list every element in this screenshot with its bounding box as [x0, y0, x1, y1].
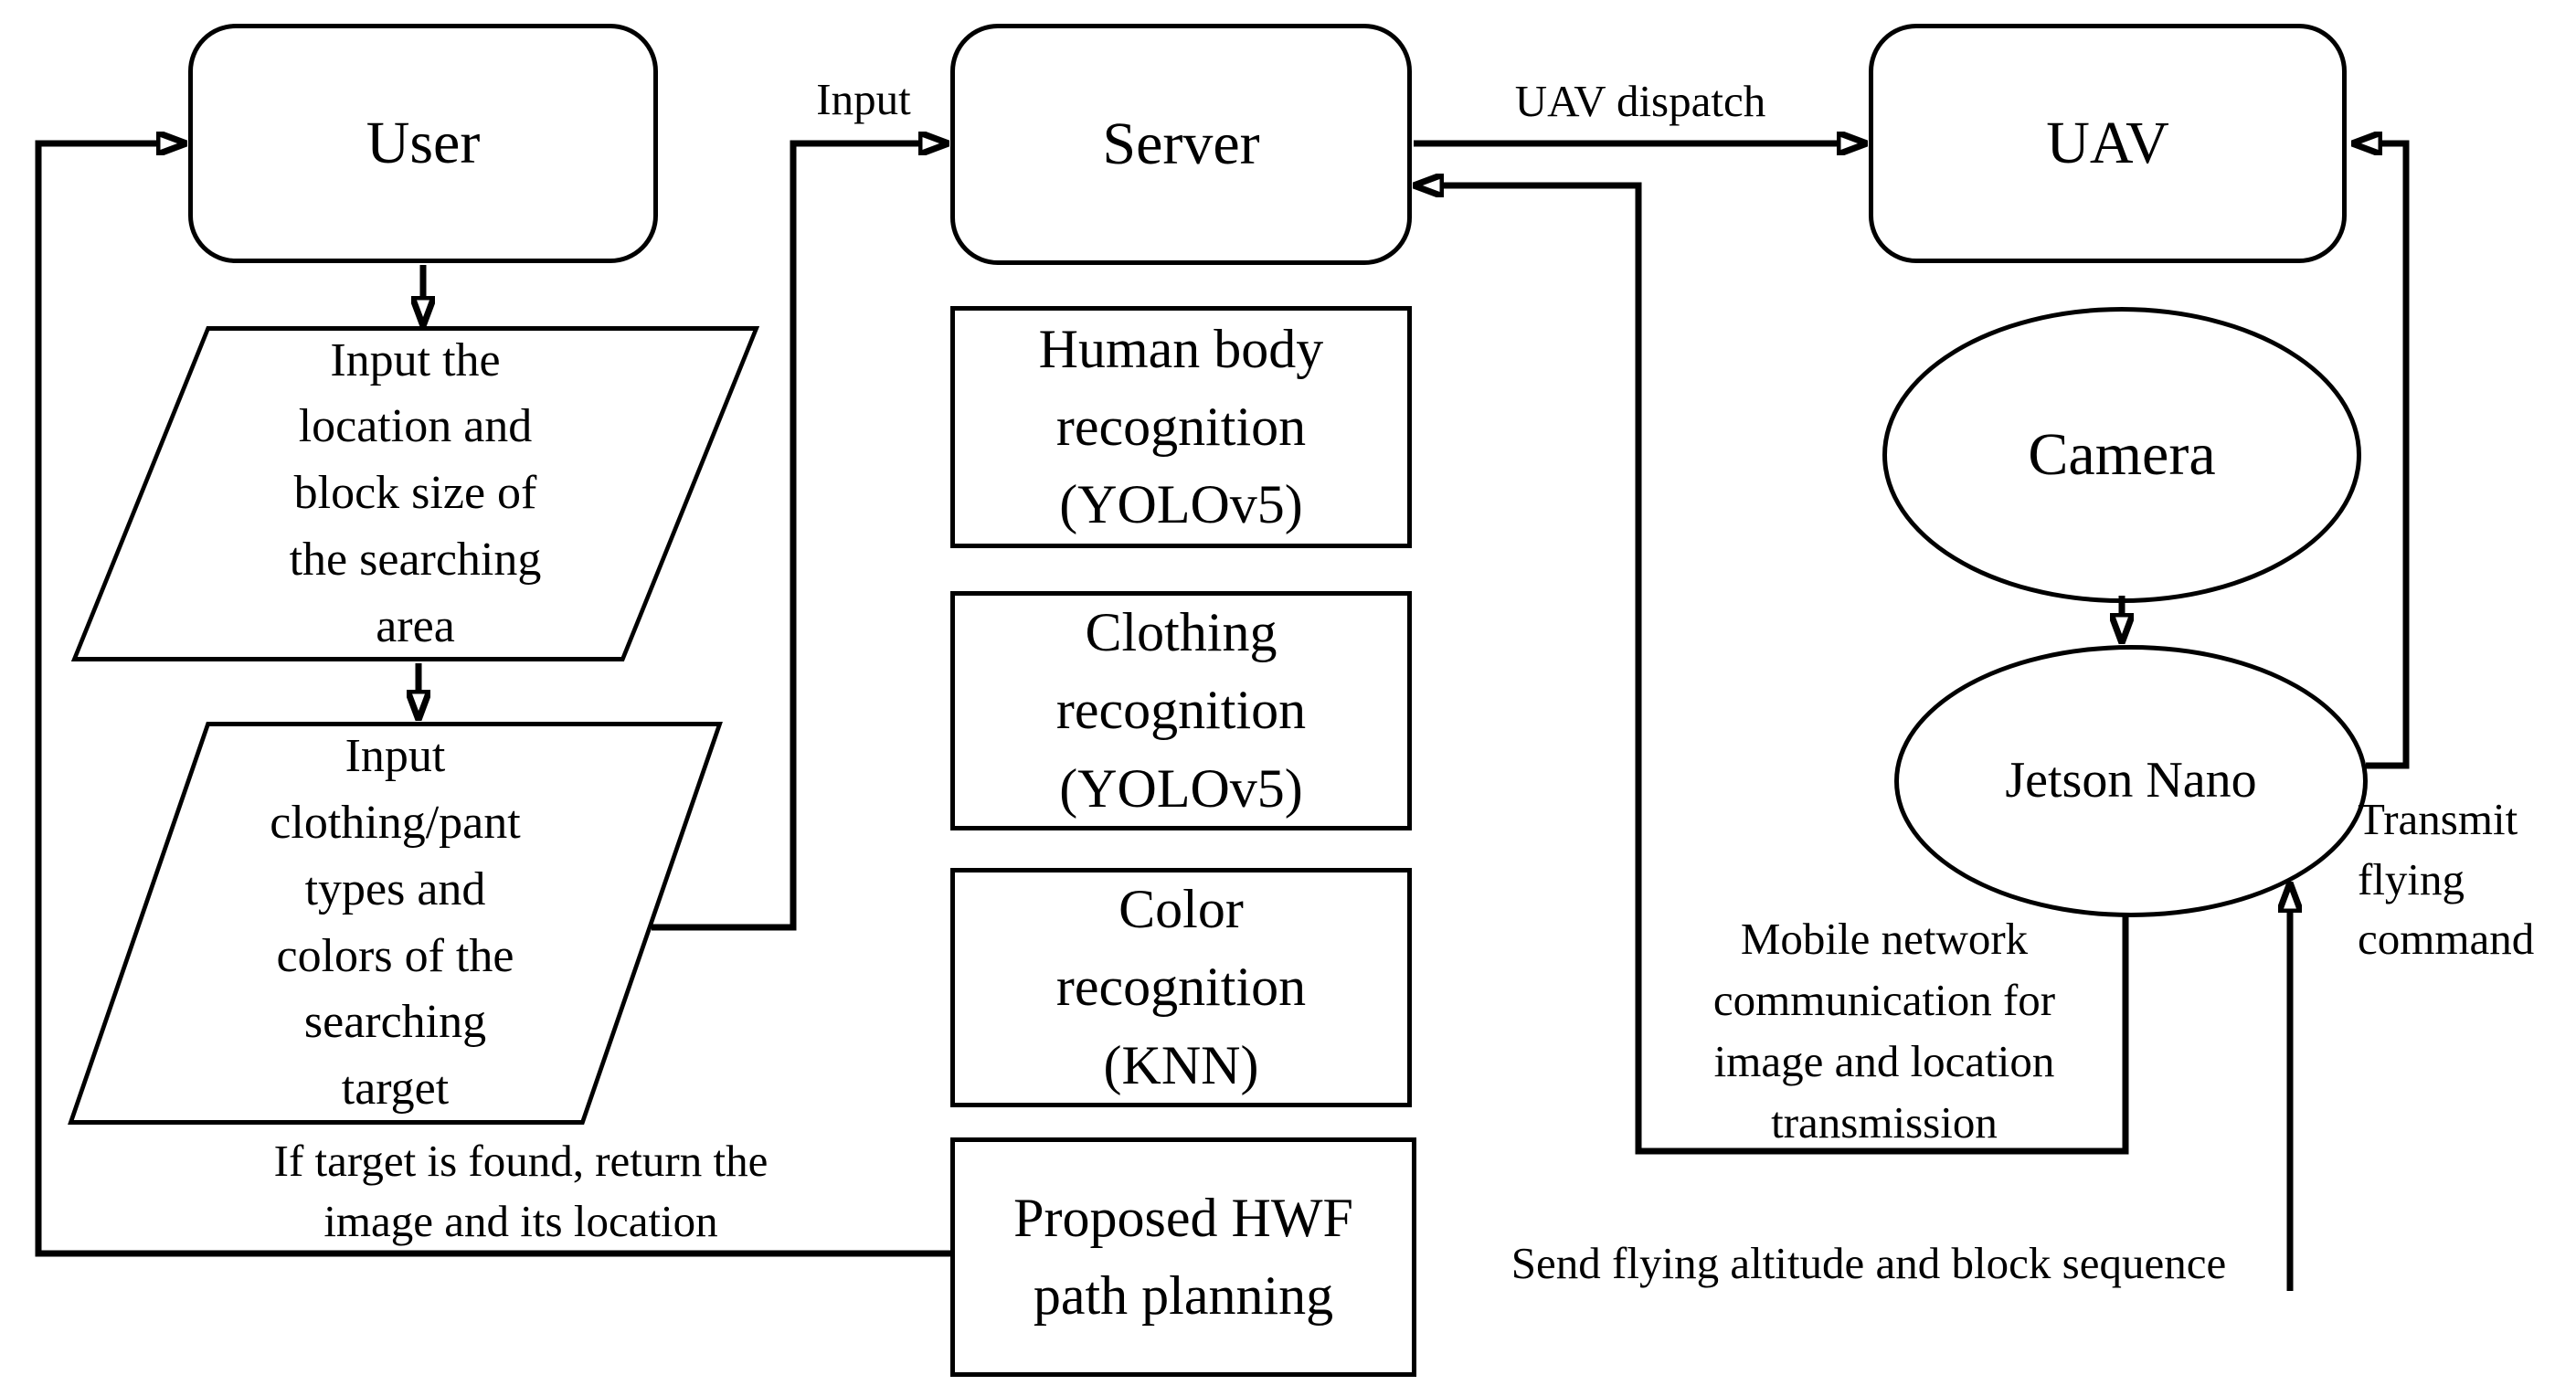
edge-label-send-flying-altitude: Send flying altitude and block sequence	[1511, 1238, 2227, 1288]
node-hwf-path-planning: Proposed HWF path planning	[950, 1137, 1416, 1377]
node-server: Server	[950, 24, 1412, 265]
edge-label-uav-dispatch: UAV dispatch	[1514, 76, 1766, 126]
node-user: User	[188, 24, 658, 263]
node-human-body-recognition: Human body recognition (YOLOv5)	[950, 306, 1412, 548]
node-input-search-area: Input the location and block size of the…	[139, 326, 692, 661]
edge-label-if-target-found: If target is found, return the image and…	[273, 1136, 769, 1246]
node-uav: UAV	[1869, 24, 2347, 263]
node-jetson-nano: Jetson Nano	[1894, 645, 2368, 917]
edge-label-transmit-flying-command: Transmit flying command	[2358, 794, 2535, 965]
node-camera: Camera	[1882, 307, 2361, 603]
node-clothing-recognition: Clothing recognition (YOLOv5)	[950, 591, 1412, 830]
connector-jetson-to-uav	[2366, 143, 2410, 769]
node-input-search-target: Input clothing/pant types and colors of …	[137, 722, 653, 1125]
edge-label-mobile-network: Mobile network communication for image a…	[1712, 914, 2056, 1148]
edge-label-input: Input	[816, 74, 911, 124]
node-color-recognition: Color recognition (KNN)	[950, 868, 1412, 1107]
